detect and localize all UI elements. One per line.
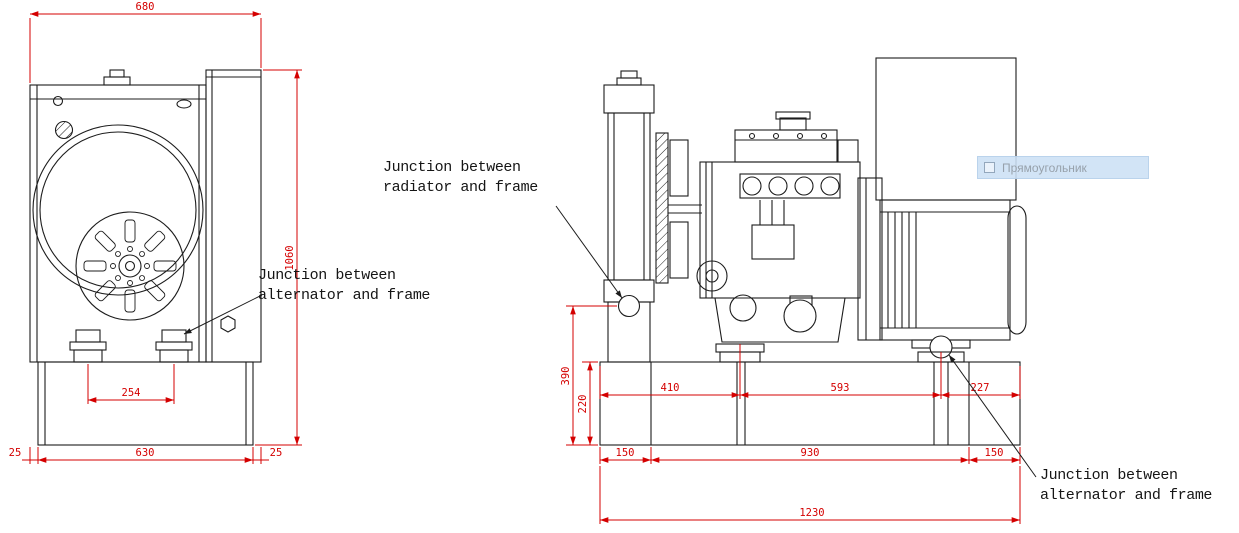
front-dimensions: 680 1060 254 25 630 25 [9, 1, 302, 464]
front-fan-ring [32, 124, 204, 296]
fan-motor-icon [54, 120, 74, 140]
dim-mount-spacing: 254 [122, 387, 141, 399]
dim-radiator-mount-height: 390 [560, 367, 572, 386]
dim-overall-height: 1060 [284, 245, 296, 270]
side-radiator [603, 70, 655, 363]
dim-base-left-offset: 25 [9, 447, 22, 459]
side-dimensions: 390 220 410 593 227 150 930 150 1230 [560, 305, 1021, 524]
side-engine [696, 111, 883, 363]
front-mounting-feet [69, 329, 193, 363]
dim-overall-length: 1230 [799, 507, 824, 519]
tooltip-label: Прямоугольник [1002, 160, 1087, 175]
rectangle-icon [984, 162, 995, 173]
front-side-panel [205, 69, 262, 363]
dim-crossmember-span: 930 [801, 447, 820, 459]
leader-alternator-frame-side [948, 354, 1037, 478]
dim-right-overhang: 150 [985, 447, 1004, 459]
front-view [29, 69, 262, 446]
callout-alternator-frame-front: Junction between alternator and frame [258, 267, 431, 304]
callout-alternator-frame-side: Junction between alternator and frame [1040, 467, 1213, 504]
front-alternator-face [75, 211, 185, 321]
callout-leaders [183, 205, 1037, 478]
hex-plug-icon [220, 315, 236, 333]
callout-radiator-frame: Junction between radiator and frame [383, 159, 538, 196]
dim-alternator-mount-to-end: 227 [971, 382, 990, 394]
dim-engine-to-alternator-mount: 593 [831, 382, 850, 394]
fuel-filter-icon [729, 294, 757, 322]
dim-base-height: 220 [577, 395, 589, 414]
side-fan [655, 132, 702, 284]
front-base-frame [37, 361, 254, 446]
side-base-frame [599, 361, 1021, 446]
dim-left-overhang: 150 [616, 447, 635, 459]
radiator-frame-junction [617, 294, 641, 318]
leader-alternator-frame-front [183, 294, 263, 335]
dim-base-width: 630 [136, 447, 155, 459]
dim-overall-width: 680 [136, 1, 155, 13]
dim-frame-to-engine-mount: 410 [661, 382, 680, 394]
oil-filter-icon [783, 299, 817, 333]
dim-base-right-offset: 25 [270, 447, 283, 459]
side-alternator [875, 57, 1027, 363]
leader-radiator-frame [555, 205, 623, 299]
cad-selection-tooltip: Прямоугольник [977, 156, 1149, 179]
